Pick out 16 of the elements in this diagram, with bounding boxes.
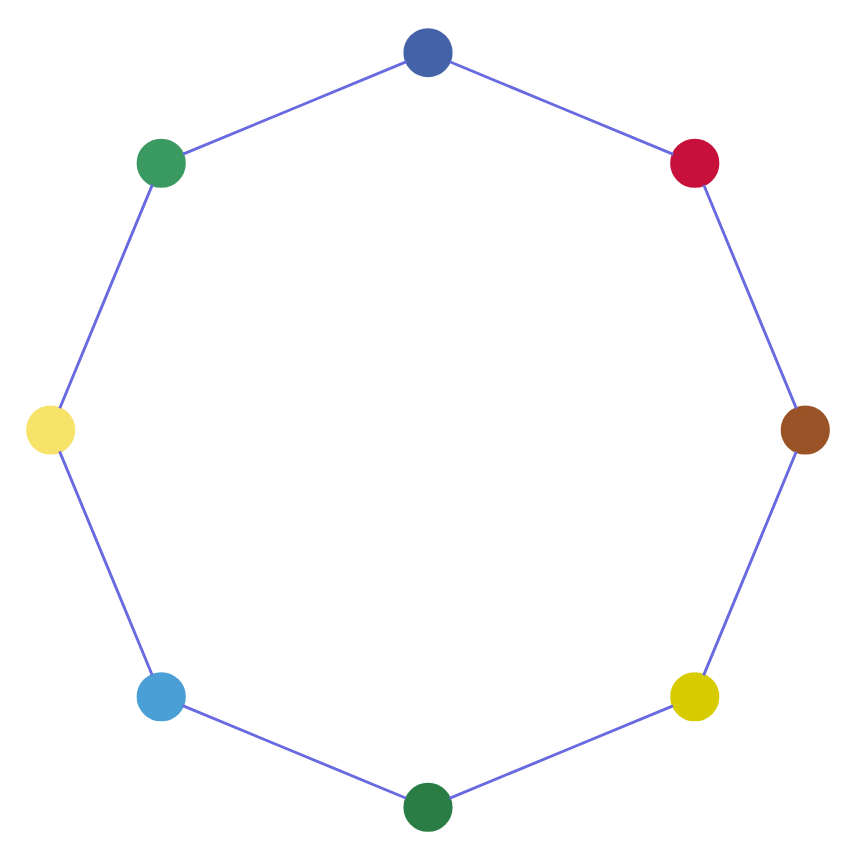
node-circle: [670, 138, 720, 188]
node-circle: [403, 782, 453, 832]
node-circle: [403, 28, 453, 78]
connector: [702, 184, 798, 410]
node-circle: [780, 405, 830, 455]
connector: [449, 60, 674, 156]
connector: [182, 60, 408, 156]
connector: [702, 451, 798, 676]
connector: [58, 450, 154, 676]
connector: [448, 704, 674, 800]
node-circle: [136, 672, 186, 722]
connector: [182, 704, 407, 800]
node-circle: [670, 672, 720, 722]
node-circle: [26, 405, 76, 455]
connector: [58, 184, 154, 409]
node-circle: [136, 138, 186, 188]
